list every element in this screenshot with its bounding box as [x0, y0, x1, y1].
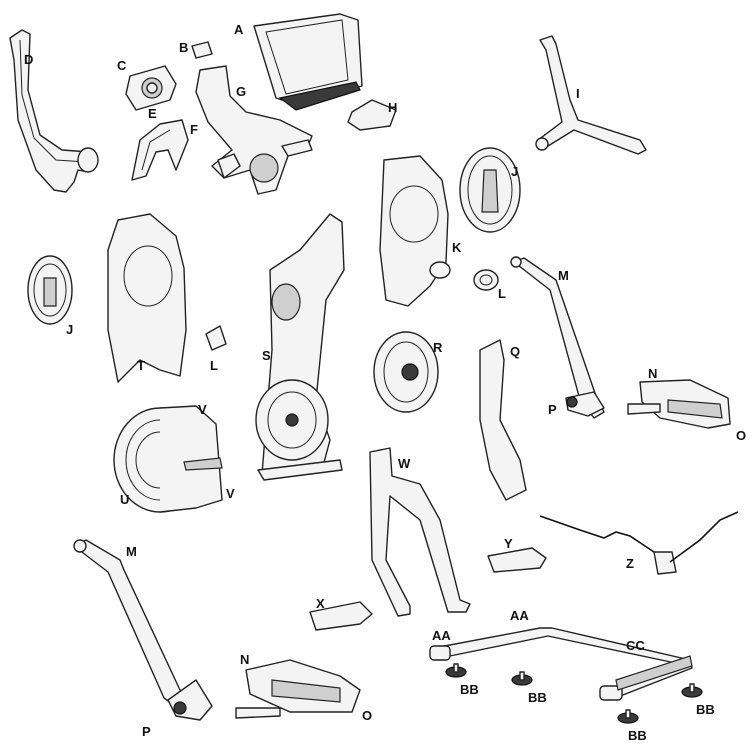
label-v-lower: V [226, 486, 235, 501]
part-e-shroud [131, 119, 189, 181]
label-w: W [398, 456, 411, 471]
part-bb-foot-3 [617, 709, 639, 724]
part-s-frame [255, 213, 345, 481]
part-c-cap [125, 65, 177, 111]
label-aa-upper: AA [510, 608, 529, 623]
part-k-side-shroud [379, 155, 451, 307]
part-i-handlebar [535, 35, 647, 155]
part-b-clip [191, 41, 213, 59]
label-n-right: N [648, 366, 657, 381]
label-bb-4: BB [696, 702, 715, 717]
label-z: Z [626, 556, 634, 571]
label-t: T [137, 358, 145, 373]
label-p-right: P [548, 402, 557, 417]
label-i: I [576, 86, 580, 101]
part-j-fan-cover-right [459, 147, 521, 233]
label-r: R [433, 340, 443, 355]
label-p-left: P [142, 724, 151, 739]
label-g: G [236, 84, 246, 99]
label-d: D [24, 52, 33, 67]
label-f: F [190, 122, 198, 137]
part-h-bracket [347, 99, 397, 131]
part-z-power-cord [539, 511, 739, 575]
part-bb-foot-4 [681, 683, 703, 698]
part-bb-foot-2 [511, 671, 533, 686]
label-j-left: J [66, 322, 73, 337]
part-q-arm-cover [479, 339, 527, 501]
part-m-arm-right [510, 256, 605, 419]
part-n-pedal-left [235, 659, 361, 719]
part-cc-base [429, 627, 693, 701]
part-x-bracket [309, 601, 373, 631]
label-x: X [316, 596, 325, 611]
part-m-arm-left [73, 539, 191, 709]
label-cc: CC [626, 638, 645, 653]
part-l-cap-left [205, 325, 227, 351]
label-e: E [148, 106, 157, 121]
part-p-pivot-right [565, 391, 605, 417]
label-u: U [120, 492, 129, 507]
label-y: Y [504, 536, 513, 551]
label-j-right: J [511, 164, 518, 179]
part-t-side-shroud [107, 213, 187, 383]
label-bb-1: BB [460, 682, 479, 697]
label-q: Q [510, 344, 520, 359]
label-c: C [117, 58, 127, 73]
part-r-flywheel [373, 331, 439, 413]
part-bb-foot-1 [445, 663, 467, 678]
part-w-post [369, 447, 471, 617]
label-v-upper: V [198, 402, 207, 417]
part-p-pivot-left [167, 679, 213, 721]
label-h: H [388, 100, 397, 115]
label-l-left: L [210, 358, 218, 373]
label-a: A [234, 22, 244, 37]
label-k: K [452, 240, 462, 255]
part-n-pedal-right [627, 379, 731, 429]
label-m-left: M [126, 544, 137, 559]
label-l-right: L [498, 286, 506, 301]
label-bb-2: BB [528, 690, 547, 705]
label-b: B [179, 40, 188, 55]
label-o-left: O [362, 708, 372, 723]
label-m-right: M [558, 268, 569, 283]
part-d-handlebar [9, 29, 99, 193]
part-u-fan-housing [113, 405, 223, 513]
part-j-fan-cover-left [27, 255, 73, 325]
part-y-bracket [487, 547, 547, 573]
part-l-cap-right [473, 269, 499, 291]
part-f-g-mast [195, 65, 313, 195]
label-aa-left: AA [432, 628, 451, 643]
part-a-console [253, 13, 363, 111]
label-o-right: O [736, 428, 746, 443]
label-s: S [262, 348, 271, 363]
label-bb-3: BB [628, 728, 647, 743]
label-n-left: N [240, 652, 249, 667]
